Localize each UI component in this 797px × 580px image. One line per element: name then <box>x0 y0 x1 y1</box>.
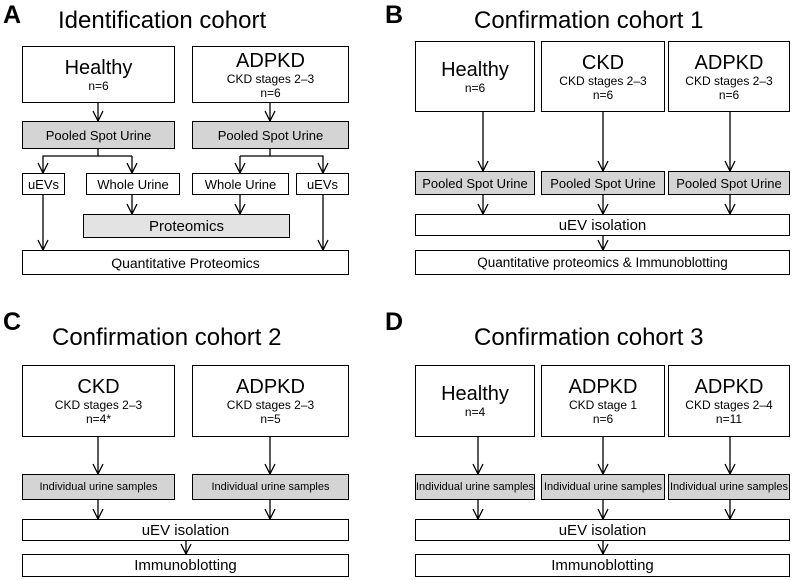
healthy-label: Healthy <box>64 56 133 79</box>
c-samples-adpkd: Individual urine samples <box>192 474 349 500</box>
c-ckd-label: CKD <box>77 376 120 398</box>
d-final-box: Immunoblotting <box>415 554 790 577</box>
healthy-n: n=6 <box>88 78 109 93</box>
branch-left <box>43 149 99 173</box>
b-ckd-stage: CKD stages 2–3 <box>559 73 647 88</box>
panel-d-letter: D <box>385 308 404 336</box>
b-pooled-healthy: Pooled Spot Urine <box>415 171 535 195</box>
d-adpkd2-label: ADPKD <box>694 376 764 398</box>
d-adpkd1-stage: CKD stage 1 <box>568 398 638 412</box>
b-healthy-n: n=6 <box>464 80 486 95</box>
adpkd-box: ADPKD CKD stages 2–3 n=6 <box>192 46 349 103</box>
b-adpkd-stage: CKD stages 2–3 <box>685 73 773 88</box>
whole-urine-healthy: Whole Urine <box>86 173 180 195</box>
c-adpkd-n: n=5 <box>260 412 281 426</box>
d-samples-adpkd2: Individual urine samples <box>668 474 790 500</box>
healthy-box: Healthy n=6 <box>22 46 175 103</box>
d-healthy-box: Healthy n=4 <box>415 365 535 437</box>
d-adpkd2-stage: CKD stages 2–4 <box>685 398 773 412</box>
d-adpkd1-box: ADPKD CKD stage 1 n=6 <box>541 365 665 437</box>
panel-a-title: Identification cohort <box>58 7 267 34</box>
b-healthy-label: Healthy <box>441 58 509 81</box>
b-healthy-box: Healthy n=6 <box>415 41 535 112</box>
panel-b-letter: B <box>385 1 404 29</box>
c-adpkd-box: ADPKD CKD stages 2–3 n=5 <box>192 365 349 437</box>
panel-b-title: Confirmation cohort 1 <box>474 7 704 34</box>
b-ckd-n: n=6 <box>592 87 614 102</box>
c-samples-ckd: Individual urine samples <box>22 474 175 500</box>
b-adpkd-label: ADPKD <box>694 51 764 74</box>
c-adpkd-stage: CKD stages 2–3 <box>226 398 315 412</box>
d-uev-isolation: uEV isolation <box>415 519 790 541</box>
d-samples-healthy: Individual urine samples <box>415 474 535 500</box>
b-adpkd-box: ADPKD CKD stages 2–3 n=6 <box>668 41 790 112</box>
b-ckd-label: CKD <box>581 51 625 74</box>
b-uev-isolation: uEV isolation <box>415 214 790 236</box>
adpkd-stage: CKD stages 2–3 <box>226 71 315 86</box>
c-ckd-stage: CKD stages 2–3 <box>54 398 143 412</box>
d-adpkd2-n: n=11 <box>715 412 743 426</box>
panel-d-title: Confirmation cohort 3 <box>474 324 704 351</box>
b-final-box: Quantitative proteomics & Immunoblotting <box>415 250 790 275</box>
b-ckd-box: CKD CKD stages 2–3 n=6 <box>541 41 665 112</box>
c-ckd-n: n=4* <box>85 412 111 426</box>
branch-right <box>269 149 323 173</box>
d-healthy-n: n=4 <box>464 405 486 419</box>
b-pooled-ckd: Pooled Spot Urine <box>541 171 665 195</box>
d-adpkd1-n: n=6 <box>592 412 614 426</box>
whole-urine-adpkd: Whole Urine <box>192 173 289 195</box>
b-pooled-adpkd: Pooled Spot Urine <box>668 171 790 195</box>
proteomics-box: Proteomics <box>83 214 290 238</box>
quantitative-proteomics-box: Quantitative Proteomics <box>22 250 349 275</box>
d-healthy-label: Healthy <box>441 383 509 405</box>
uevs-adpkd: uEVs <box>296 173 349 195</box>
pooled-urine-adpkd: Pooled Spot Urine <box>192 121 349 149</box>
d-adpkd2-box: ADPKD CKD stages 2–4 n=11 <box>668 365 790 437</box>
panel-c-title: Confirmation cohort 2 <box>52 324 282 351</box>
uevs-healthy: uEVs <box>22 173 65 195</box>
adpkd-label: ADPKD <box>236 49 305 72</box>
d-samples-adpkd1: Individual urine samples <box>541 474 665 500</box>
panel-c-letter: C <box>3 308 22 336</box>
c-uev-isolation: uEV isolation <box>22 519 349 541</box>
c-adpkd-label: ADPKD <box>236 376 305 398</box>
c-final-box: Immunoblotting <box>22 554 349 577</box>
c-ckd-box: CKD CKD stages 2–3 n=4* <box>22 365 175 437</box>
panel-a-letter: A <box>3 1 22 29</box>
pooled-urine-healthy: Pooled Spot Urine <box>22 121 175 149</box>
b-adpkd-n: n=6 <box>718 87 740 102</box>
d-adpkd1-label: ADPKD <box>568 376 638 398</box>
adpkd-n: n=6 <box>260 85 281 100</box>
